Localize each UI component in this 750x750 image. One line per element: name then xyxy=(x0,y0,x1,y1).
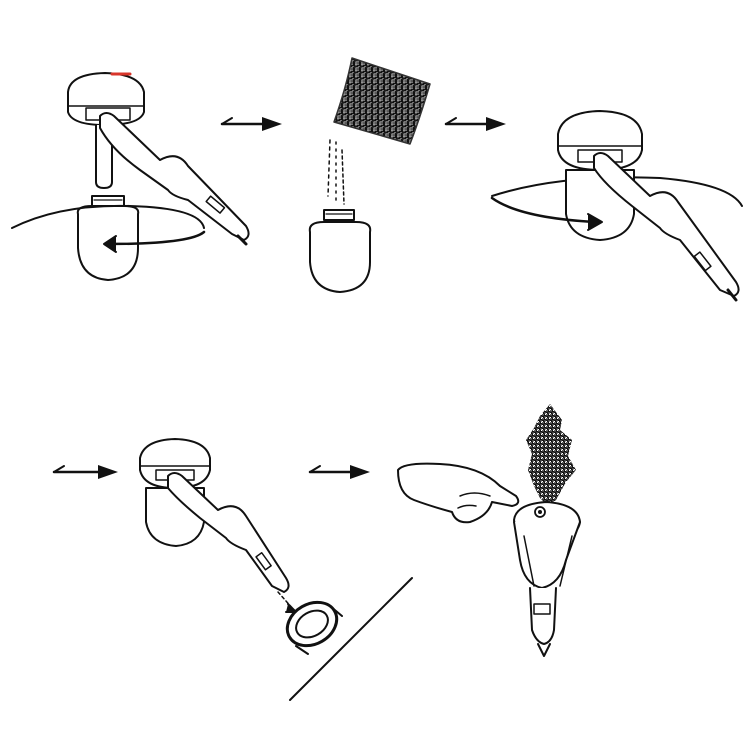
step-arrow-3 xyxy=(52,465,118,479)
bottle-neck xyxy=(91,195,125,207)
rotation-arrow xyxy=(490,196,598,224)
bottle-neck xyxy=(323,209,355,221)
bottle-body xyxy=(308,221,372,293)
step-5-press-button xyxy=(397,404,581,657)
step-arrow-4 xyxy=(308,465,370,479)
step-1-unscrew-cap xyxy=(11,72,250,281)
device-body xyxy=(513,521,581,589)
car-plug-arm xyxy=(167,472,290,593)
step-4-plug-in xyxy=(139,438,413,701)
step-3-screw-cap xyxy=(490,110,743,302)
step-2-insert-sponge xyxy=(308,57,431,293)
device-plug xyxy=(529,587,557,645)
pointing-hand xyxy=(397,462,520,524)
car-plug-arm xyxy=(99,112,250,241)
mist-plume xyxy=(526,404,576,506)
step-arrow-1 xyxy=(220,117,282,131)
step-arrow-2 xyxy=(444,117,506,131)
sponge-pad xyxy=(333,57,431,145)
car-socket xyxy=(285,600,343,655)
rotation-path xyxy=(491,176,743,207)
dashboard-edge xyxy=(289,577,413,701)
rotation-path xyxy=(11,204,205,229)
rotation-arrow xyxy=(106,230,206,246)
falling-particles xyxy=(327,139,345,205)
